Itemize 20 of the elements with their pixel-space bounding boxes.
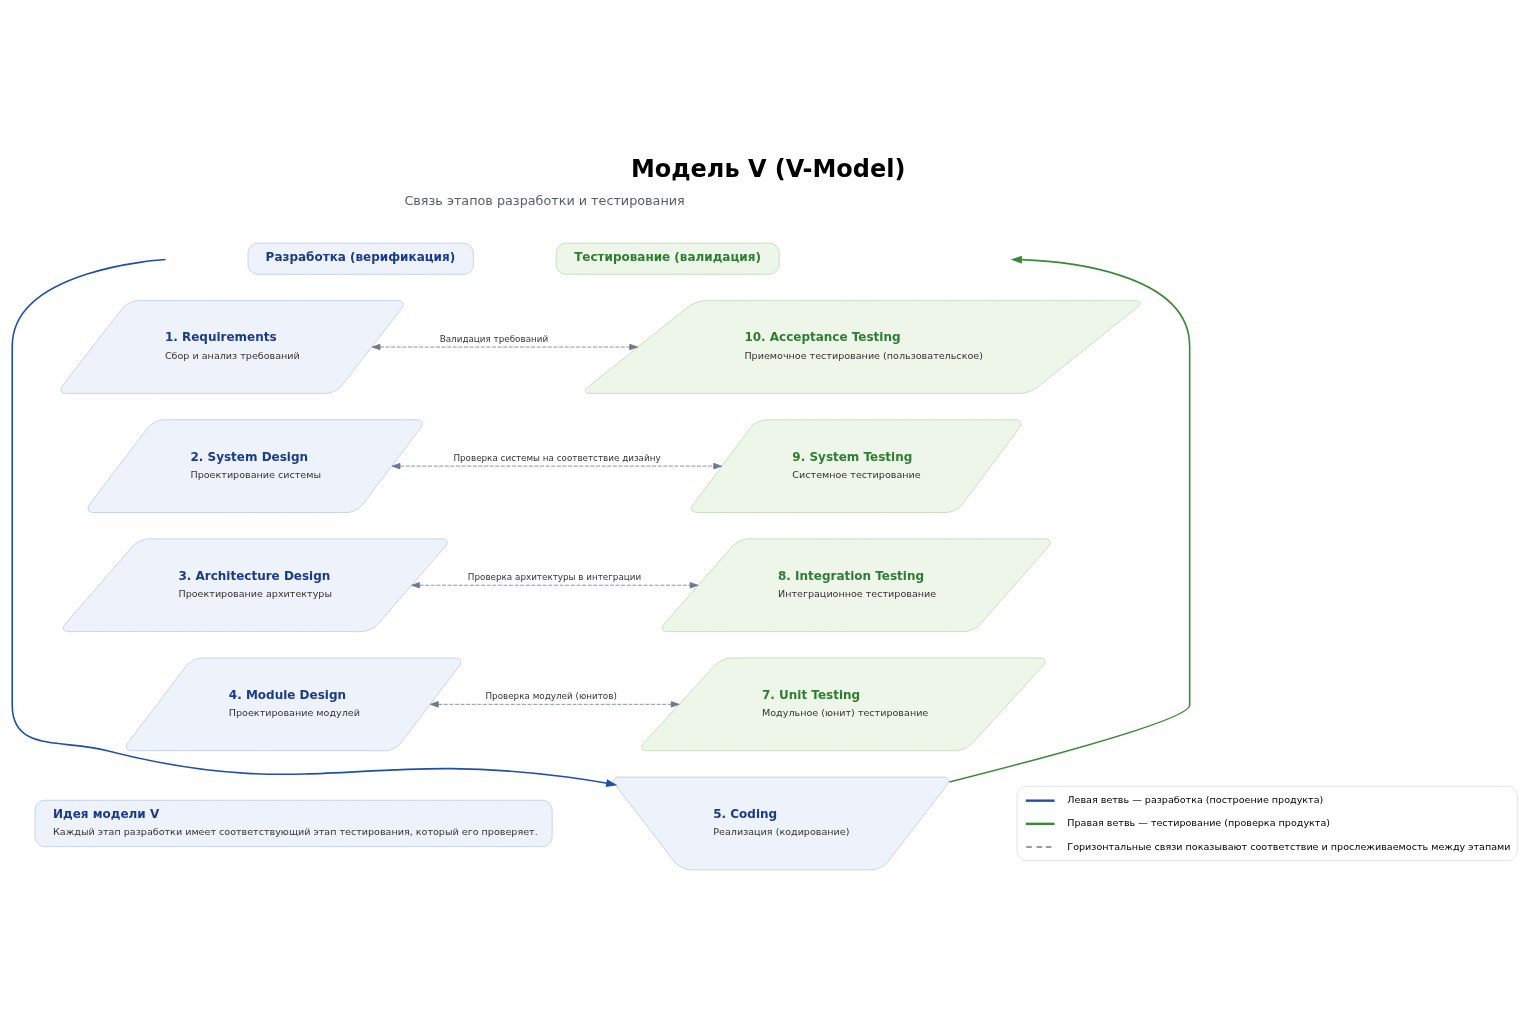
node-box: Тестирование (валидация) (555, 242, 780, 275)
legend-label: Правая ветвь — тестирование (проверка продукта) (1067, 816, 1331, 828)
diagram-title: Модель V (V-Model) (630, 154, 906, 183)
node-ellipse: 10. Acceptance Testing Приемочное тестирование (пользовательское) (584, 299, 1141, 394)
arrow (429, 700, 680, 708)
edge-label: Проверка модулей (юнитов) (485, 690, 617, 701)
node-box: Разработка (верификация) (247, 242, 474, 275)
arrow (948, 255, 1191, 783)
edge-label: Проверка системы на соответствие дизайну (453, 452, 661, 463)
arrow (411, 581, 699, 588)
legend-label: Левая ветвь — разработка (построение продукта) (1067, 793, 1324, 805)
legend-label: Горизонтальные связи показывают соответствие и прослеживаемость между этапами (1067, 840, 1511, 851)
arrow (11, 258, 618, 787)
label: Связь этапов разработки и тестирования (404, 192, 685, 208)
node-box: Идея модели V Каждый этап разработки имеет соответствующий этап тестирования, который его проверяет. (34, 799, 553, 847)
node-ellipse: 5. Coding Реализация (кодирование) (613, 776, 949, 870)
edge-label: Проверка архитектуры в интеграции (467, 571, 642, 582)
edge-label: Валидация требований (439, 333, 549, 344)
arrow (391, 462, 723, 469)
arrow (371, 343, 639, 350)
